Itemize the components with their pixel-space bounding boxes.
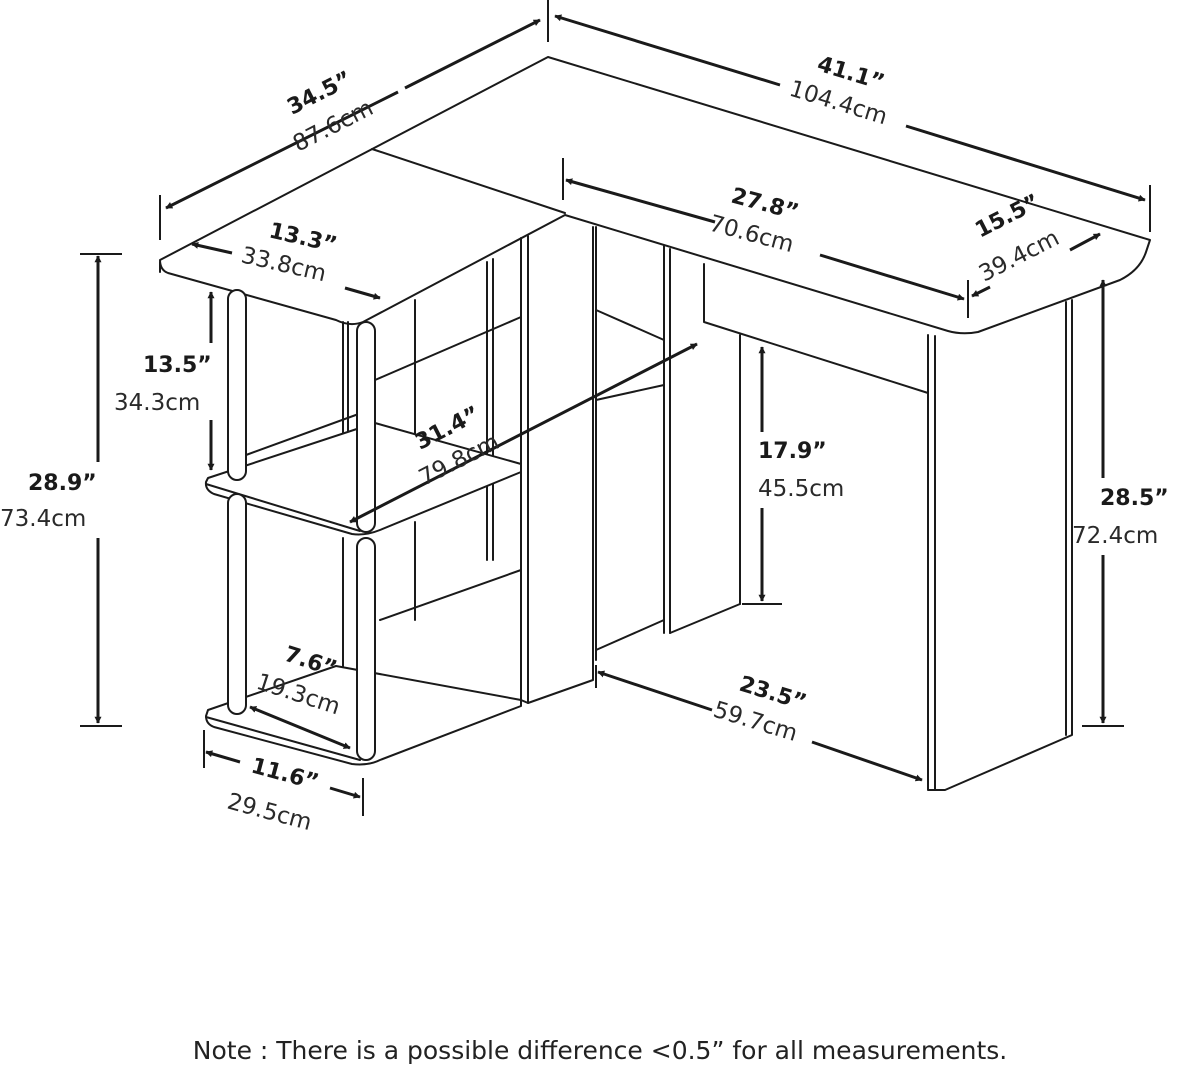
desktop-top (159, 56, 1151, 335)
label-28-9-cm: 73.4cm (0, 506, 86, 532)
center-panel (520, 226, 594, 704)
front-right-leg-upper (356, 321, 376, 533)
label-28-5-cm: 72.4cm (1072, 523, 1158, 549)
dim-line-34-5 (165, 90, 399, 210)
dim-line-15-5 (971, 285, 991, 298)
dim-line-41-1 (554, 14, 781, 87)
dim-line-31-4 (349, 342, 698, 524)
drawer-panel (703, 263, 929, 394)
dim-line-13-3 (191, 241, 233, 255)
label-11-6-cm: 29.5cm (224, 789, 314, 836)
dimension-lines (80, 0, 1151, 816)
right-side-panel (927, 299, 1073, 791)
desk-outline (159, 56, 1151, 791)
label-17-9-cm: 45.5cm (758, 476, 844, 502)
label-13-5-inch: 13.5” (143, 353, 212, 378)
dim-line-27-8 (565, 178, 716, 224)
measurement-note: Note : There is a possible difference <0… (192, 1036, 1008, 1065)
label-28-5-inch: 28.5” (1100, 486, 1169, 511)
dim-line-11-6 (205, 750, 241, 764)
dim-line-23-5 (597, 670, 713, 712)
dim-line-7-6 (249, 705, 351, 750)
label-17-9-inch: 17.9” (758, 439, 827, 464)
label-28-9-inch: 28.9” (28, 471, 97, 496)
label-11-6-inch: 11.6” (248, 754, 321, 796)
front-right-leg-lower (356, 537, 376, 761)
front-left-leg-lower (227, 493, 247, 715)
label-13-5-cm: 34.3cm (114, 390, 200, 416)
front-left-leg-upper (227, 289, 247, 481)
